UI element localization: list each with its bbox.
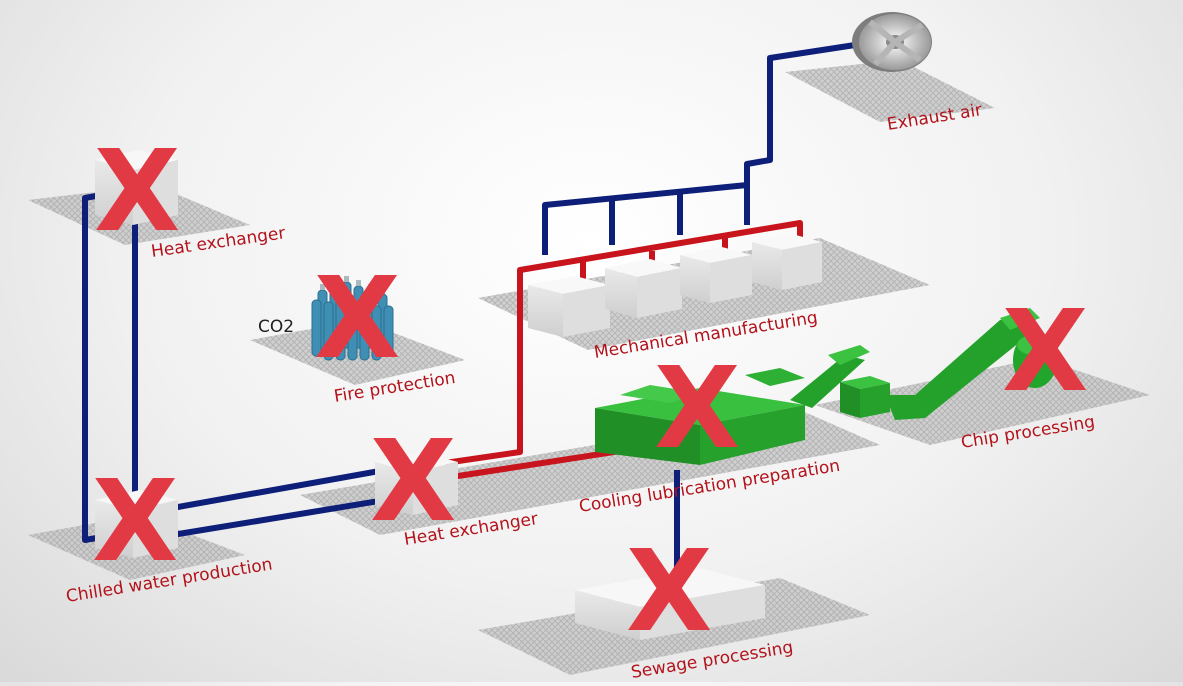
chip-unit-side bbox=[860, 383, 890, 418]
cross-marks: X X X X X X X bbox=[92, 127, 1088, 657]
cross-fire-protection: X bbox=[314, 254, 400, 384]
cross-heat-exchanger-mid: X bbox=[370, 417, 456, 547]
chilled-water-box bbox=[95, 490, 178, 558]
chilled-to-exchanger-1 bbox=[149, 467, 386, 515]
label-co2: CO2 bbox=[258, 317, 294, 337]
coolant-unit-front bbox=[595, 408, 700, 465]
cross-chilled-water: X bbox=[92, 457, 178, 587]
gas-cylinders-icon bbox=[311, 276, 394, 361]
machine-boxes bbox=[528, 234, 822, 337]
heat-exchanger-top-box bbox=[95, 150, 178, 225]
heat-exchanger-mid-box bbox=[375, 452, 458, 515]
cross-chip-processing: X bbox=[1002, 287, 1088, 417]
cross-heat-exchanger-top: X bbox=[94, 127, 180, 257]
fan-icon bbox=[852, 12, 932, 72]
machine-3 bbox=[680, 247, 752, 303]
cross-cooling-unit: X bbox=[654, 344, 740, 474]
coolant-unit-hump bbox=[620, 385, 700, 403]
coolant-unit-top bbox=[595, 388, 805, 425]
conveyor-1-top bbox=[828, 345, 870, 365]
chilled-to-exchanger-2 bbox=[159, 497, 386, 540]
coolant-unit-lid bbox=[745, 368, 805, 386]
chip-unit-top bbox=[840, 376, 890, 389]
machine-2 bbox=[605, 259, 682, 318]
machine-1 bbox=[528, 276, 610, 337]
plate-exhaust bbox=[785, 60, 995, 122]
coolant-main bbox=[444, 220, 803, 466]
conveyor-2 bbox=[885, 312, 1030, 420]
exhaust-pipe bbox=[542, 42, 856, 255]
cross-sewage: X bbox=[626, 527, 712, 657]
sewage-box bbox=[575, 568, 765, 640]
conveyor-1 bbox=[790, 355, 865, 408]
chip-unit-front bbox=[840, 382, 860, 418]
machine-4 bbox=[752, 234, 822, 290]
green-machinery bbox=[595, 308, 1057, 465]
coolant-unit-side bbox=[700, 405, 805, 465]
plate-chip bbox=[815, 358, 1150, 445]
conveyor-2-top bbox=[1000, 308, 1040, 330]
